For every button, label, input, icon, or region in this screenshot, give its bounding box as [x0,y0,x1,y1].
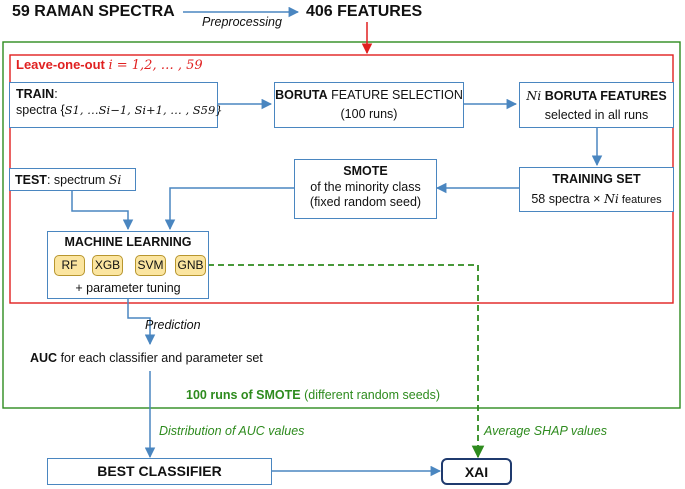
ml-title: MACHINE LEARNING [64,235,192,249]
training-set-box: TRAINING SET 58 spectra × Ni features [519,167,674,212]
test-box: TEST: spectrum Si [9,168,136,191]
smote-line3: (fixed random seed) [309,195,422,210]
features-label: 406 FEATURES [306,3,423,20]
shap-label: Average SHAP values [484,424,607,438]
classifier-chip-xgb: XGB [92,255,123,276]
prediction-label: Prediction [145,318,201,332]
ni-boruta-features-box: Ni BORUTA FEATURES selected in all runs [519,82,674,128]
boruta-runs: (100 runs) [340,106,398,121]
loo-index-expr: i = 1,2, … , 59 [108,58,203,73]
training-set-prefix: 58 spectra × [531,191,604,206]
boruta-title-rest: FEATURE SELECTION [327,88,463,102]
classifier-chip-rf: RF [54,255,85,276]
ni-box-subtitle: selected in all runs [544,107,649,122]
test-rest: : spectrum [46,173,109,187]
input-spectra-label: 59 RAMAN SPECTRA [12,3,175,20]
auc-label: AUC for each classifier and parameter se… [30,351,263,365]
train-spectra-prefix: spectra { [16,102,65,117]
smote-to-ml-arrow [164,187,294,231]
smote-line2: of the minority class [310,179,421,194]
leave-one-out-label: Leave-one-out i = 1,2, … , 59 [16,57,203,74]
preprocessing-label: Preprocessing [202,15,282,29]
training-set-ni: Ni [603,190,619,206]
smote-runs-frame [2,41,681,409]
auc-rest: for each classifier and parameter set [57,351,263,365]
smote-title: SMOTE [343,164,388,178]
train-colon: : [54,87,58,101]
xai-box: XAI [441,458,512,485]
test-title: TEST [15,173,47,187]
distribution-label: Distribution of AUC values [159,424,305,438]
smote-runs-bold: 100 runs of SMOTE [186,388,301,402]
train-title: TRAIN [16,87,55,101]
boruta-title: BORUTA [275,88,328,102]
test-symbol: Si [108,172,122,187]
best-classifier-box: BEST CLASSIFIER [47,458,272,485]
shap-dashed-arrow [208,264,485,459]
training-set-suffix: features [618,193,662,206]
smote-runs-label: 100 runs of SMOTE (different random seed… [186,388,440,402]
ni-symbol: Ni [526,88,542,103]
auc-bold: AUC [30,351,58,365]
classifier-chip-gnb: GNB [175,255,206,276]
smote-runs-rest: (different random seeds) [300,388,441,402]
classifier-chip-svm: SVM [135,255,166,276]
test-to-ml-arrow [71,191,134,231]
prediction-arrow [127,299,156,346]
boruta-selection-box: BORUTA FEATURE SELECTION (100 runs) [274,82,464,128]
train-spectra-set: S1, …Si−1, Si+1, … , S59} [64,102,223,117]
train-box: TRAIN: spectra {S1, …Si−1, Si+1, … , S59… [9,82,223,128]
ni-box-title: BORUTA FEATURES [541,89,667,103]
ml-tuning: + parameter tuning [75,281,181,295]
training-set-title: TRAINING SET [552,172,641,186]
loo-title: Leave-one-out [16,57,105,72]
smote-box: SMOTE of the minority class (fixed rando… [294,159,437,219]
